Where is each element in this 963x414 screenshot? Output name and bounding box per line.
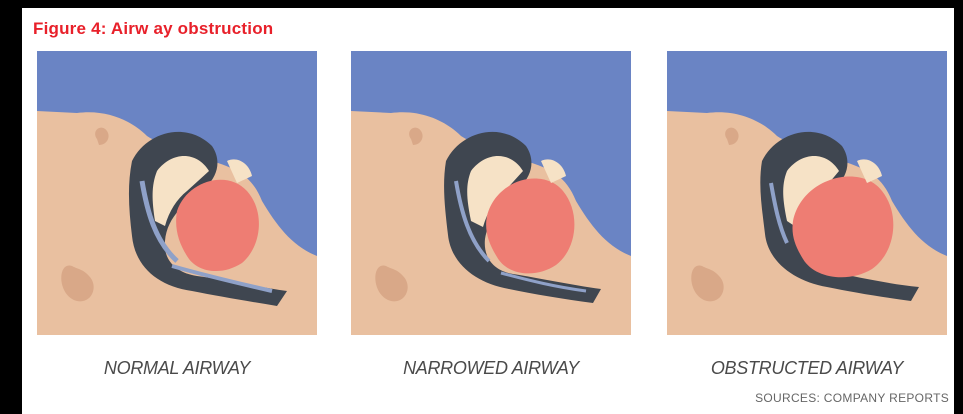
caption-obstructed-airway: OBSTRUCTED AIRWAY [667,358,947,379]
obstructed-airway-illustration [667,51,947,335]
panel-normal-airway [37,51,317,335]
frame-left-border [0,0,22,414]
frame-right-border [954,0,963,414]
frame-top-border [0,0,963,8]
panel-obstructed-airway [667,51,947,335]
caption-normal-airway: NORMAL AIRWAY [37,358,317,379]
panel-narrowed-airway [351,51,631,335]
normal-airway-illustration [37,51,317,335]
narrowed-airway-illustration [351,51,631,335]
figure-title: Figure 4: Airw ay obstruction [33,19,273,39]
sources-note: SOURCES: COMPANY REPORTS [755,391,949,405]
caption-narrowed-airway: NARROWED AIRWAY [351,358,631,379]
